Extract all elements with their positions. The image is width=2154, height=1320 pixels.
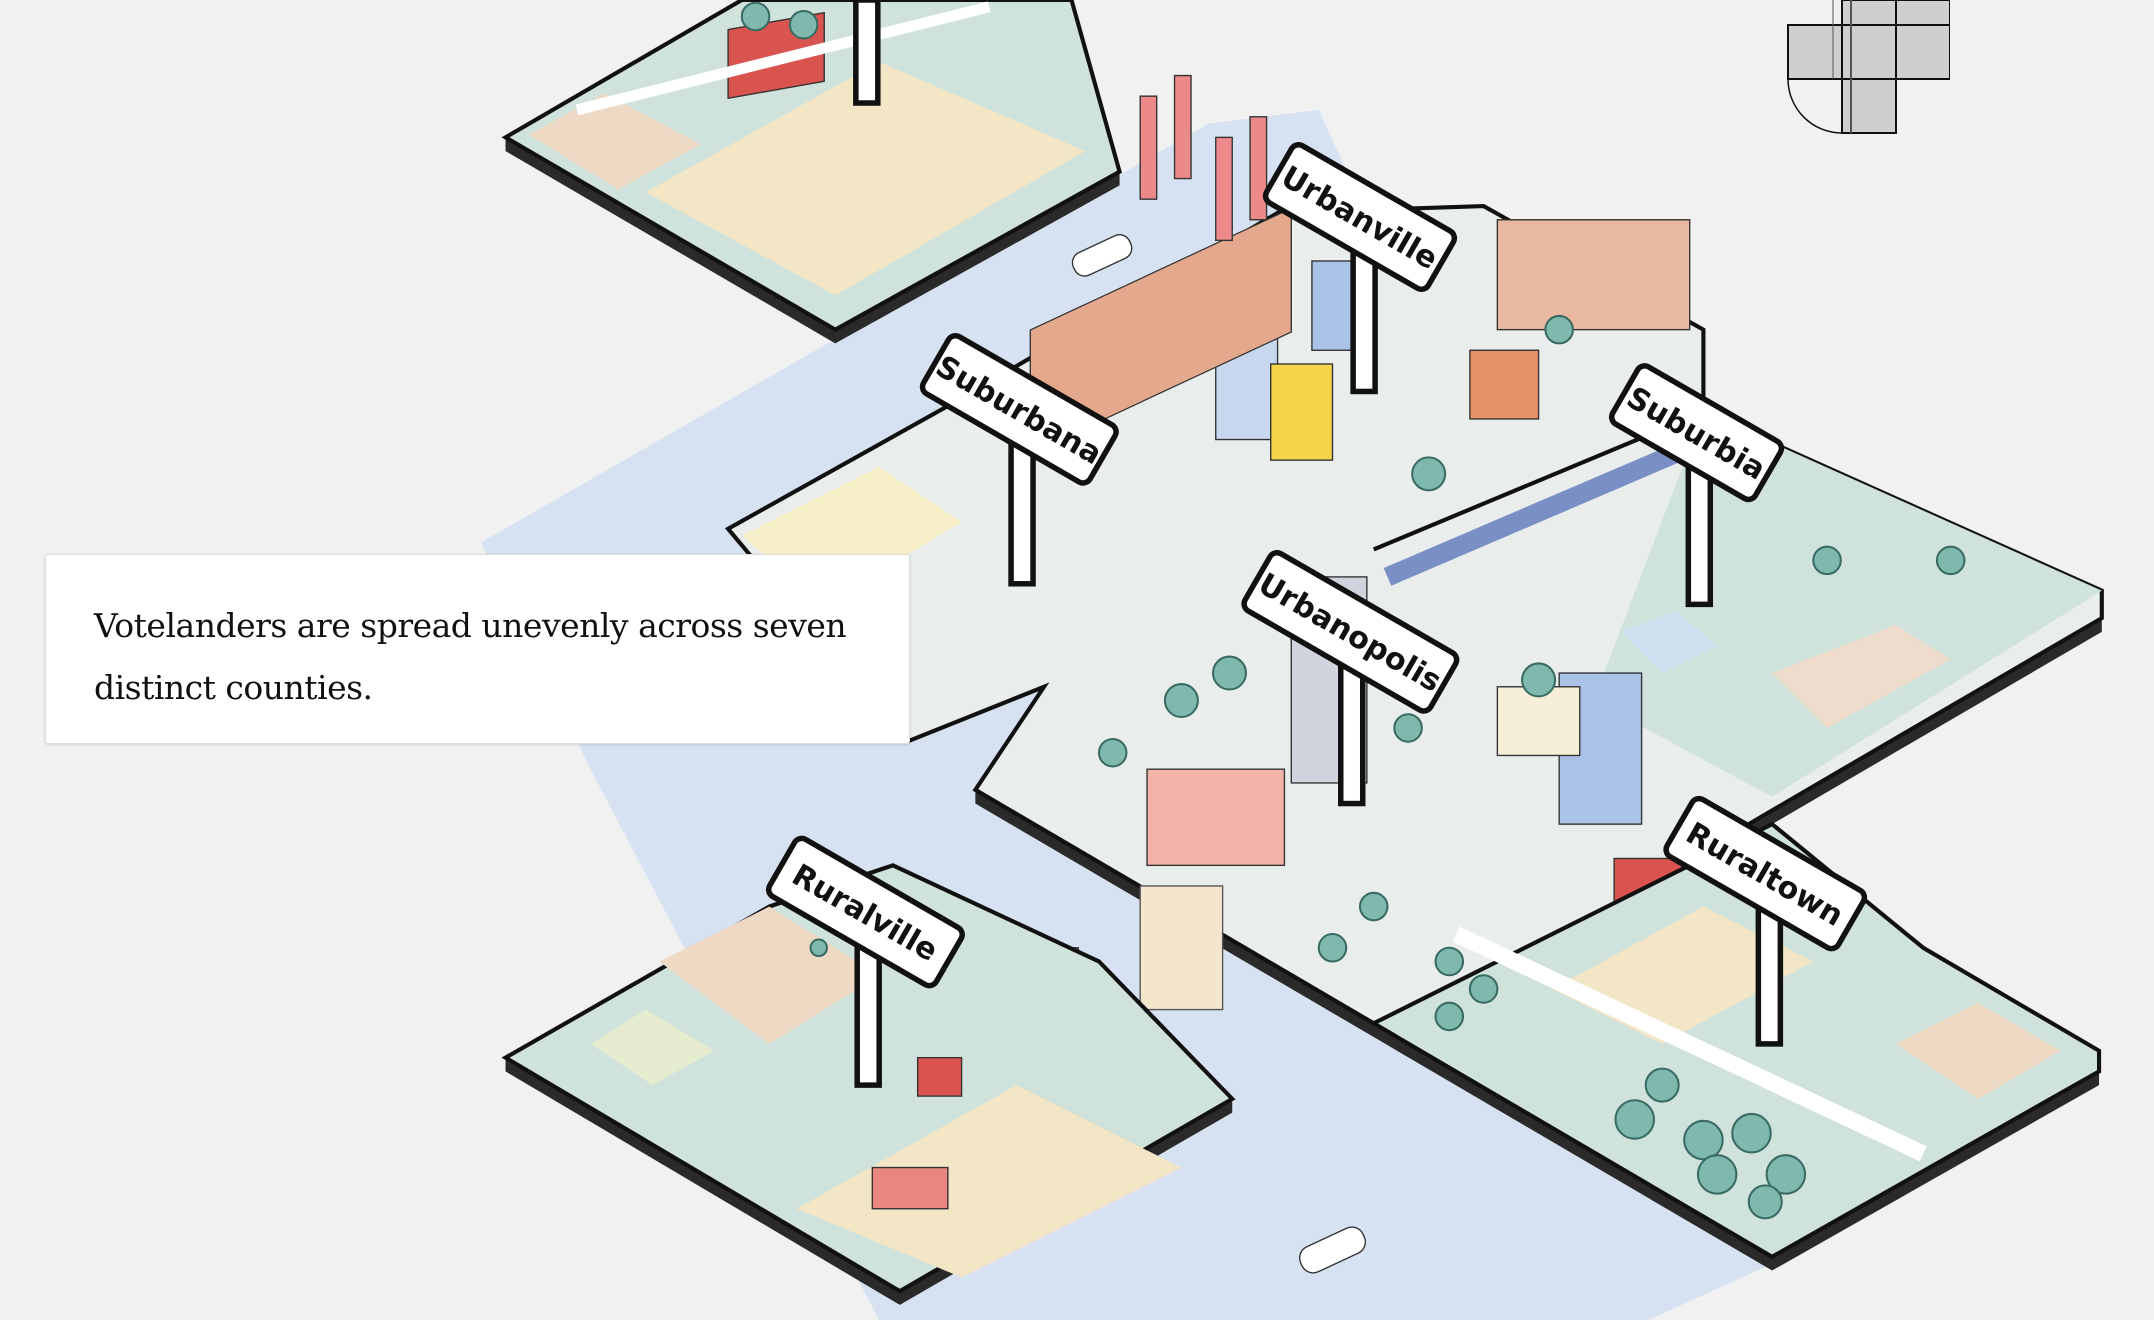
county-tile-top-rural[interactable] (501, 0, 1123, 344)
trees (740, 1, 1966, 1220)
sign-urbanville: Urbanville (1262, 142, 1458, 395)
layers-grid-icon[interactable] (1785, 0, 1950, 135)
boats (1071, 234, 1367, 1274)
caption-card: Votelanders are spread unevenly across s… (45, 554, 910, 744)
caption-text: Votelanders are spread unevenly across s… (94, 606, 847, 707)
bridge (1139, 74, 1268, 1011)
county-tile-ruraltown[interactable] (1369, 821, 2102, 1271)
sign-top-cutoff (853, 0, 881, 106)
